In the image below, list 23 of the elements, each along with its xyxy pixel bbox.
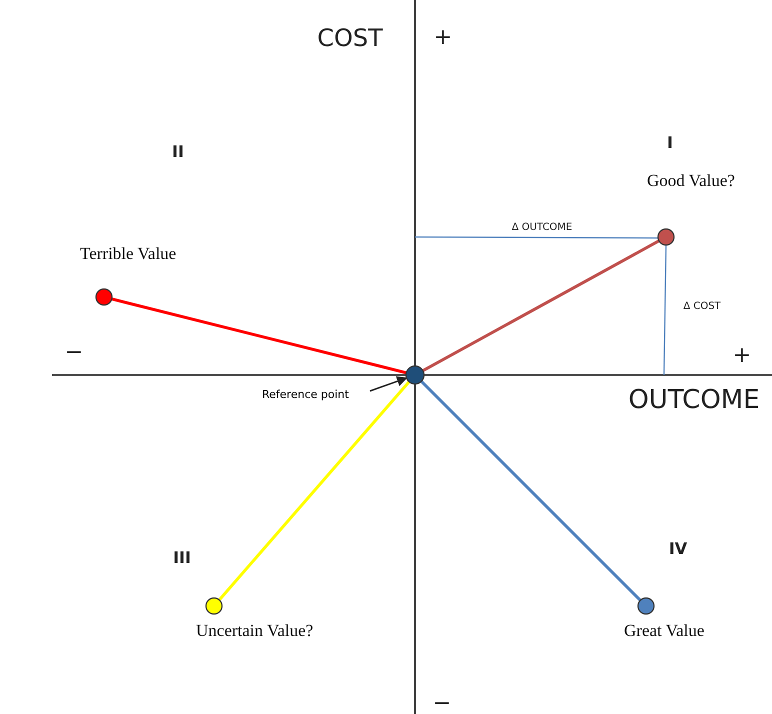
connector-line (111, 298, 407, 374)
axis-title: COST (317, 24, 383, 52)
sign-label: + (434, 26, 452, 50)
reference-point-marker (405, 365, 425, 385)
connector-line (420, 380, 642, 602)
dimension-label: Δ OUTCOME (512, 222, 572, 232)
quadrant-label: I (667, 134, 673, 152)
sign-label: + (732, 344, 752, 368)
connector-line (422, 240, 660, 372)
arrow (370, 376, 408, 392)
callout-label: Reference point (262, 388, 349, 401)
point-label: Great Value (624, 621, 704, 641)
point-label: Terrible Value (80, 244, 176, 264)
axis-title: OUTCOME (628, 386, 760, 414)
dimension-label: Δ COST (683, 300, 721, 312)
point-label: Good Value? (647, 171, 735, 191)
quadrant-label: III (173, 549, 191, 567)
connector-line (218, 380, 410, 601)
sign-label: − (432, 692, 452, 714)
quadrant-label: IV (668, 540, 688, 558)
sign-label: − (64, 340, 84, 366)
quadrant-label: II (172, 143, 184, 161)
point-label: Uncertain Value? (196, 621, 314, 641)
